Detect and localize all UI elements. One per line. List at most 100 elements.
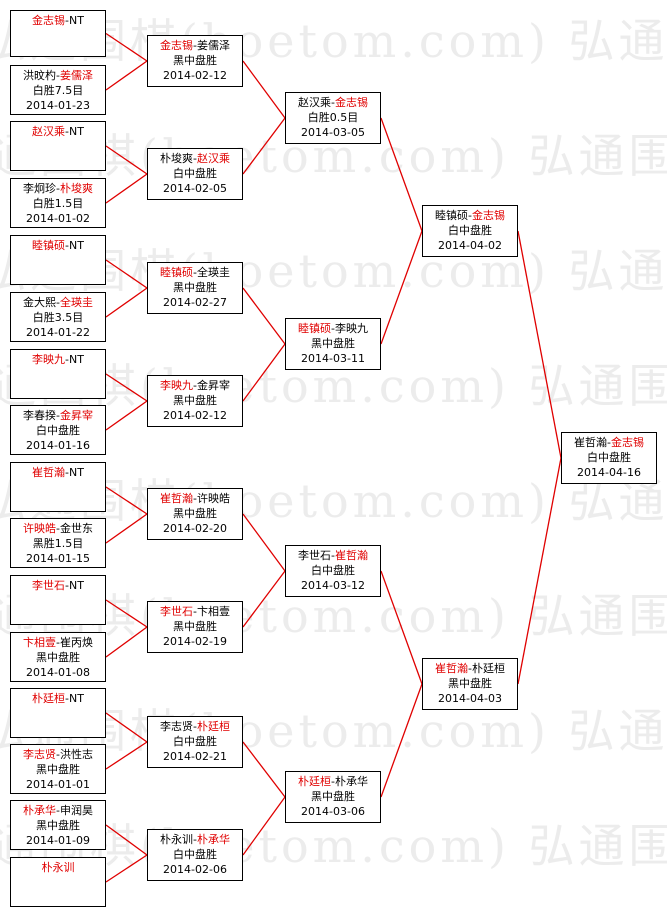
bracket-connector <box>105 626 148 658</box>
bracket-connector <box>105 824 148 856</box>
match-players: 李志贤-洪性志 <box>11 747 105 762</box>
bracket-connector <box>380 570 423 685</box>
player-name: 李志贤 <box>160 720 193 733</box>
match-players: 李志贤-朴廷桓 <box>148 719 242 734</box>
bracket-connector <box>242 570 286 628</box>
bracket-connector <box>242 741 286 798</box>
bracket-connector <box>105 599 148 628</box>
match-players: 金大熙-全瑛圭 <box>11 295 105 310</box>
match-date: 2014-01-16 <box>26 439 90 452</box>
player-name: 金志锡 <box>610 436 644 449</box>
player-name: 崔哲瀚 <box>574 436 607 449</box>
match-players: 朴埈爽-赵汉乘 <box>148 151 242 166</box>
match-date: 2014-02-27 <box>163 296 227 309</box>
match-result: 白胜0.5目 <box>307 111 359 124</box>
match-separator: - <box>65 125 70 138</box>
match-box: 金志锡-NT <box>10 10 106 57</box>
match-date: 2014-01-22 <box>26 326 90 339</box>
player-name: 赵汉乘 <box>196 152 230 165</box>
player-name: 睦镇硕 <box>435 209 468 222</box>
match-players: 朴廷桓-NT <box>11 691 105 706</box>
bracket-connector <box>242 796 286 856</box>
player-name: 李映九 <box>160 379 193 392</box>
player-name: 全瑛圭 <box>196 266 230 279</box>
match-result: 白胜7.5目 <box>32 84 84 97</box>
match-players: 金志锡-姜儒泽 <box>148 38 242 53</box>
match-result: 白中盘胜 <box>173 167 217 180</box>
bracket-connector <box>105 60 148 91</box>
match-result: 白中盘胜 <box>173 848 217 861</box>
match-separator: - <box>331 322 335 335</box>
match-date: 2014-01-23 <box>26 99 90 112</box>
match-players: 李炯珍-朴埈爽 <box>11 181 105 196</box>
bracket-connector <box>242 117 286 175</box>
player-name: 金志锡 <box>160 39 193 52</box>
bracket-connector <box>105 287 148 318</box>
player-name: NT <box>69 466 84 479</box>
player-name: 朴廷桓 <box>298 775 331 788</box>
match-separator: - <box>56 409 60 422</box>
player-name: 申润昊 <box>59 804 93 817</box>
match-box: 李世石-NT <box>10 575 106 625</box>
match-result: 黑中盘胜 <box>36 819 80 832</box>
match-separator: - <box>65 692 70 705</box>
player-name: 金大熙 <box>23 296 56 309</box>
match-result: 黑中盘胜 <box>173 507 217 520</box>
player-name: 姜儒泽 <box>196 39 230 52</box>
match-result: 白中盘胜 <box>311 564 355 577</box>
match-result: 白中盘胜 <box>36 424 80 437</box>
match-separator: - <box>65 579 70 592</box>
match-result: 黑中盘胜 <box>173 281 217 294</box>
bracket-connector <box>105 373 148 402</box>
match-players: 卞相壹-崔丙焕 <box>11 635 105 650</box>
match-date: 2014-01-02 <box>26 212 90 225</box>
match-box: 睦镇硕-NT <box>10 235 106 285</box>
match-result: 黑中盘胜 <box>36 651 80 664</box>
match-result: 白中盘胜 <box>448 224 492 237</box>
player-name: 金志锡 <box>32 14 66 27</box>
player-name: 卞相壹 <box>23 636 56 649</box>
player-name: 朴承华 <box>334 775 368 788</box>
player-name: 崔哲瀚 <box>334 549 368 562</box>
match-separator: - <box>193 379 197 392</box>
player-name: NT <box>69 353 84 366</box>
match-players: 崔哲瀚-朴廷桓 <box>423 661 517 676</box>
bracket-connector <box>105 400 148 431</box>
match-players: 睦镇硕-全瑛圭 <box>148 265 242 280</box>
bracket-connector <box>380 683 423 798</box>
match-players: 崔哲瀚-金志锡 <box>562 435 656 450</box>
player-name: 朴廷桓 <box>471 662 505 675</box>
player-name: 睦镇硕 <box>160 266 193 279</box>
bracket-connector <box>517 457 562 685</box>
match-result: 白中盘胜 <box>587 451 631 464</box>
match-separator: - <box>65 353 70 366</box>
match-result: 黑中盘胜 <box>173 394 217 407</box>
match-date: 2014-03-05 <box>301 126 365 139</box>
player-name: 李世石 <box>298 549 331 562</box>
bracket-connector <box>105 259 148 289</box>
match-date: 2014-01-15 <box>26 552 90 565</box>
match-separator: - <box>65 14 70 27</box>
player-name: 李志贤 <box>23 748 56 761</box>
player-name: 朴永训 <box>41 861 75 874</box>
match-box: 李映九-NT <box>10 349 106 399</box>
player-name: 赵汉乘 <box>298 96 331 109</box>
match-date: 2014-03-06 <box>301 805 365 818</box>
match-separator: - <box>331 775 335 788</box>
match-separator: - <box>56 522 60 535</box>
player-name: 崔哲瀚 <box>435 662 468 675</box>
match-result: 黑中盘胜 <box>36 763 80 776</box>
match-players: 朴廷桓-朴承华 <box>286 774 380 789</box>
match-date: 2014-04-02 <box>438 239 502 252</box>
player-name: NT <box>69 14 84 27</box>
